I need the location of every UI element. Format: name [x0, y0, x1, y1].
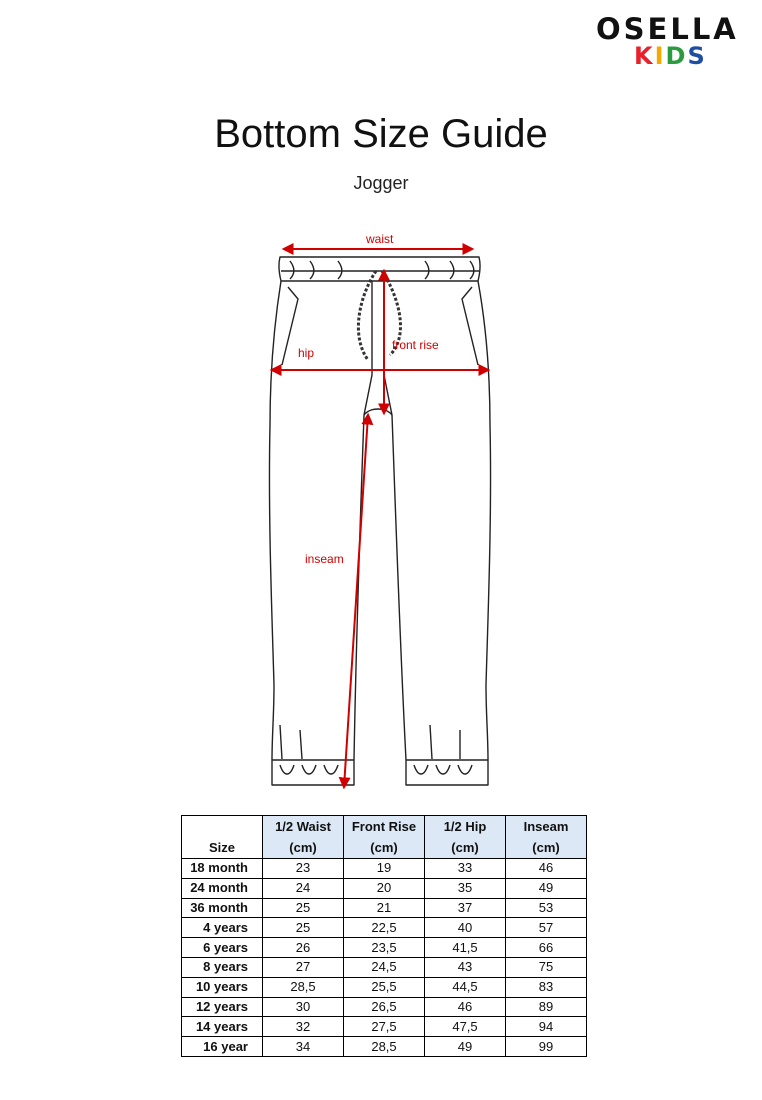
column-header: 1/2 Waist(cm): [262, 815, 344, 859]
waist-label: waist: [365, 232, 394, 246]
measurement-cell: 35: [424, 877, 506, 899]
measurement-cell: 25: [262, 917, 344, 939]
measurement-cell: 28,5: [262, 976, 344, 998]
measurement-cell: 94: [505, 1016, 587, 1038]
size-column-header: Size: [181, 815, 263, 859]
size-cell: 24 month: [181, 877, 263, 899]
measurement-cell: 25,5: [343, 976, 425, 998]
measurement-cell: 47,5: [424, 1016, 506, 1038]
measurement-cell: 75: [505, 956, 587, 978]
size-cell: 14 years: [181, 1016, 263, 1038]
measurement-cell: 41,5: [424, 937, 506, 958]
measurement-cell: 23,5: [343, 937, 425, 958]
measurement-cell: 33: [424, 858, 506, 879]
brand-sub-letter: I: [654, 42, 666, 70]
front-rise-label: front rise: [392, 338, 439, 352]
brand-sub-letter: S: [687, 42, 707, 70]
measurement-cell: 26: [262, 937, 344, 958]
drawstring: [356, 270, 402, 361]
size-cell: 4 years: [181, 917, 263, 939]
size-cell: 18 month: [181, 858, 263, 879]
measurement-cell: 22,5: [343, 917, 425, 939]
column-header: 1/2 Hip(cm): [424, 815, 506, 859]
page-subtitle: Jogger: [353, 173, 409, 193]
measurement-cell: 21: [343, 897, 425, 919]
measurement-cell: 28,5: [343, 1036, 425, 1057]
size-cell: 36 month: [181, 897, 263, 919]
measurement-cell: 24: [262, 877, 344, 899]
measurement-cell: 49: [424, 1036, 506, 1057]
measurement-cell: 83: [505, 976, 587, 998]
measurement-cell: 46: [505, 858, 587, 879]
measurement-cell: 19: [343, 858, 425, 879]
measurement-cell: 66: [505, 937, 587, 958]
table-header-row: Size 1/2 Waist(cm) Front Rise(cm) 1/2 Hi…: [181, 815, 587, 859]
measurement-cell: 24,5: [343, 956, 425, 978]
measurement-cell: 20: [343, 877, 425, 899]
measurement-cell: 89: [505, 996, 587, 1018]
measurement-cell: 40: [424, 917, 506, 939]
pants-outline: [268, 256, 492, 786]
column-header: Inseam(cm): [505, 815, 587, 859]
measurement-cell: 43: [424, 956, 506, 978]
measurement-cell: 34: [262, 1036, 344, 1057]
jogger-diagram: waist hip front rise inseam: [268, 232, 492, 790]
size-table: Size 1/2 Waist(cm) Front Rise(cm) 1/2 Hi…: [181, 815, 587, 1057]
measurement-cell: 32: [262, 1016, 344, 1038]
brand-sub-letter: D: [665, 42, 688, 70]
hip-label: hip: [298, 346, 314, 360]
page-title: Bottom Size Guide: [214, 112, 548, 156]
size-cell: 8 years: [181, 956, 263, 978]
measurement-cell: 53: [505, 897, 587, 919]
measurement-cell: 46: [424, 996, 506, 1018]
measurement-cell: 23: [262, 858, 344, 879]
size-cell: 6 years: [181, 937, 263, 958]
brand-name: OSELLA: [596, 12, 739, 46]
brand-sub: KIDS: [634, 42, 707, 70]
measurement-cell: 57: [505, 917, 587, 939]
measurement-cell: 26,5: [343, 996, 425, 1018]
size-cell: 12 years: [181, 996, 263, 1018]
inseam-label: inseam: [305, 552, 344, 566]
column-header: Front Rise(cm): [343, 815, 425, 859]
brand-logo: OSELLA KIDS: [596, 12, 746, 72]
measurement-cell: 44,5: [424, 976, 506, 998]
measurement-cell: 99: [505, 1036, 587, 1057]
measurement-cell: 37: [424, 897, 506, 919]
size-cell: 16 year: [181, 1036, 263, 1057]
brand-sub-letter: K: [634, 42, 655, 70]
measurement-cell: 49: [505, 877, 587, 899]
size-cell: 10 years: [181, 976, 263, 998]
measurement-cell: 27,5: [343, 1016, 425, 1038]
measurement-cell: 30: [262, 996, 344, 1018]
measurement-cell: 27: [262, 956, 344, 978]
inseam-arrow: [338, 412, 374, 790]
measurement-cell: 25: [262, 897, 344, 919]
